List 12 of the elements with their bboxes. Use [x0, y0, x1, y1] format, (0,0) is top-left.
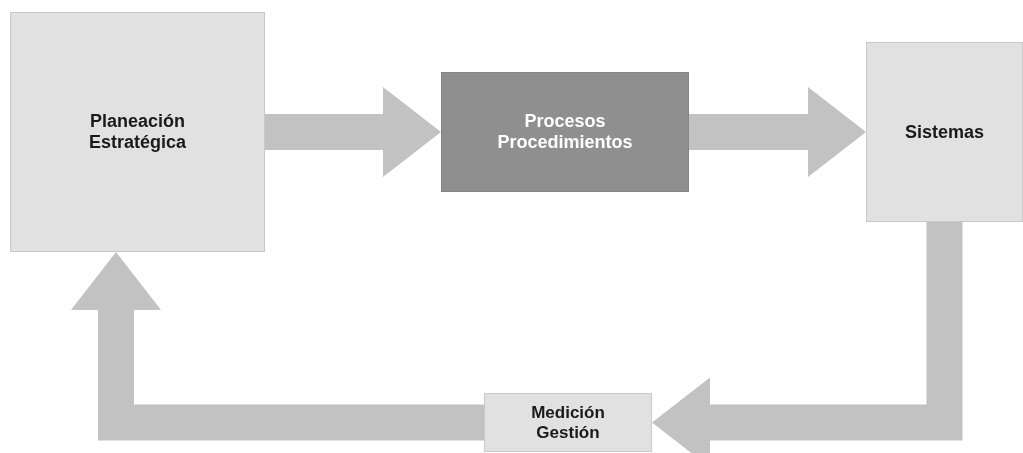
process-box	[484, 393, 652, 452]
box-label: Medición Gestión	[530, 402, 606, 443]
box-label: Procesos Procedimientos	[496, 111, 634, 153]
box-label: Planeación Estratégica	[87, 111, 188, 153]
process-box	[866, 42, 1023, 222]
block-arrow	[689, 87, 866, 177]
block-arrow	[265, 87, 441, 177]
process-box	[441, 72, 689, 192]
box-label: Sistemas	[903, 121, 986, 143]
block-arrow	[71, 252, 484, 441]
block-arrow	[652, 222, 963, 453]
process-box	[10, 12, 265, 252]
